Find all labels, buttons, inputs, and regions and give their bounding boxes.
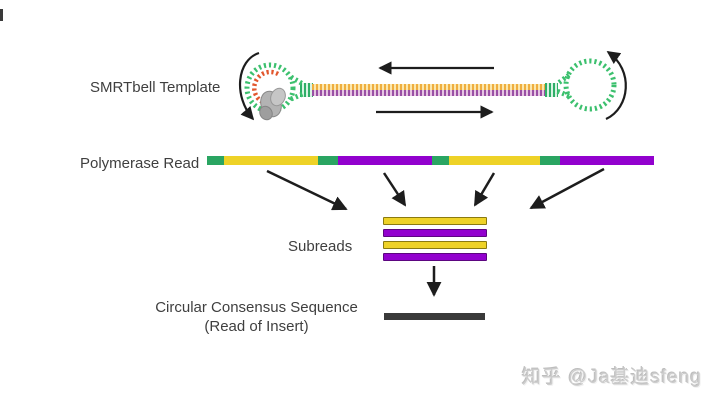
read-segment-insert-forward [223,156,319,165]
split-arrow-2-icon [382,172,407,207]
split-arrow-4-icon [529,167,605,210]
subreads-stack [383,217,487,261]
read-segment-insert-forward [448,156,540,165]
polymerase-read-bar [207,156,654,165]
ccs-label: Circular Consensus Sequence (Read of Ins… [139,298,374,336]
split-arrow-3-icon [473,172,496,207]
subreads-label: Subreads [288,238,353,255]
polymerase-read-label: Polymerase Read [80,155,200,172]
template-strand-forward [312,84,546,90]
polymerase-icon [259,87,286,121]
ccs-label-line1: Circular Consensus Sequence [155,299,358,316]
ccs-label-line2: (Read of Insert) [204,318,309,335]
smrtbell-template-label: SMRTbell Template [90,79,221,96]
rotation-arrow-left-icon [239,51,260,121]
split-arrow-1-icon [266,169,348,211]
subread-bar-forward [383,241,487,249]
read-segment-adapter [540,156,561,165]
read-segment-insert-reverse [560,156,654,165]
read-segment-adapter [318,156,338,165]
watermark: 知乎 @Ja基迪sfeng [521,367,702,388]
read-segment-adapter [431,156,449,165]
adapter-stem-left [300,83,313,97]
right-hairpin-loop [555,58,617,112]
read-segment-adapter [207,156,224,165]
ccs-bar [384,313,485,320]
rotation-arrow-right-icon [605,51,627,120]
template-strand-reverse [312,90,546,96]
subread-bar-forward [383,217,487,225]
subread-bar-reverse [383,229,487,237]
read-segment-insert-reverse [337,156,432,165]
edge-artifact [0,9,3,21]
subread-bar-reverse [383,253,487,261]
adapter-stem-right [545,83,558,97]
